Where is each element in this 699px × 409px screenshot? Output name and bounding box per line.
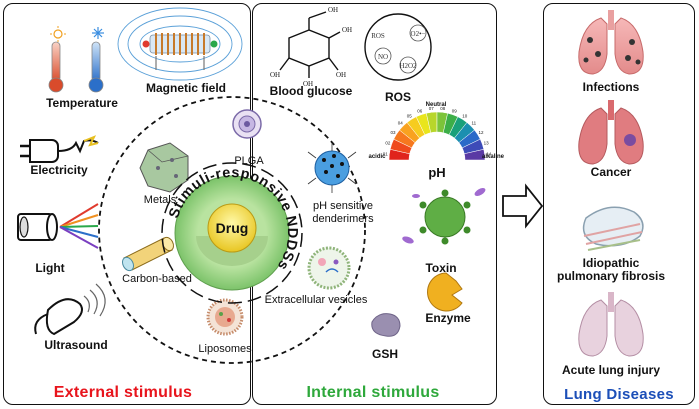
ultrasound-icon (34, 283, 106, 336)
liposome-icon (206, 298, 244, 336)
ph-acidic-label: acidic (368, 154, 386, 160)
superoxide-label: O2•− (411, 30, 426, 38)
dashed-boundary-circle (98, 96, 366, 364)
plga-label: PLGA (234, 155, 264, 167)
ph-number: 02 (385, 140, 391, 145)
glucose-structure (279, 11, 341, 78)
nddss-ring (161, 162, 303, 304)
extracellular-vesicle-icon (307, 246, 351, 290)
blood-glucose-label: Blood glucose (269, 84, 353, 98)
glucose-oh-2: OH (342, 26, 352, 34)
glucose-oh-3: OH (270, 71, 280, 79)
ring-text: Stimuli-responsive NDDSs (166, 165, 299, 273)
ros-label: ROS (371, 32, 385, 40)
ph-number: 14 (486, 152, 492, 157)
infections-label: Infections (582, 80, 640, 94)
electricity-icon (20, 135, 99, 163)
external-stimulus-title: External stimulus (53, 384, 193, 401)
ph-scale-text: Neutral acidic alkaline (368, 102, 504, 160)
ph-number: 03 (390, 130, 396, 135)
lung-infections-icon (578, 10, 644, 75)
ph-number: 07 (429, 106, 435, 111)
extracellular-vesicles-label: Extracellular vesicles (264, 294, 368, 306)
ph-label: pH (428, 165, 446, 180)
gsh-label: GSH (371, 347, 399, 361)
electricity-label: Electricity (30, 163, 88, 177)
svg-text:Stimuli-responsive NDDSs: Stimuli-responsive NDDSs (166, 165, 300, 273)
light-icon (17, 203, 99, 249)
cancer-label: Cancer (590, 165, 632, 179)
magnetic-field-icon (117, 7, 243, 81)
plga-icon (232, 109, 262, 139)
acute-lung-injury-icon (578, 292, 644, 357)
arrow-icon (502, 183, 544, 229)
ph-neutral-label: Neutral (426, 102, 447, 108)
gsh-icon (371, 313, 401, 337)
ph-number: 08 (440, 106, 446, 111)
acute-lung-injury-label: Acute lung injury (561, 363, 661, 377)
ph-dendrimers-label: pH sensitive denderimers (312, 200, 374, 225)
ph-number: 04 (398, 121, 404, 126)
glucose-oh-5: OH (336, 71, 346, 79)
enzyme-label: Enzyme (425, 311, 471, 325)
ph-number: 01 (383, 152, 389, 157)
magnetic-field-label: Magnetic field (145, 81, 227, 95)
pulmonary-fibrosis-icon (582, 206, 644, 251)
carbon-based-label: Carbon-based (122, 273, 192, 285)
ph-alkaline-label: alkaline (482, 154, 505, 160)
ph-number: 09 (452, 108, 458, 113)
ros-title-label: ROS (384, 90, 412, 104)
ultrasound-label: Ultrasound (44, 338, 108, 352)
enzyme-icon (427, 272, 463, 312)
ph-number: 06 (417, 108, 423, 113)
toxin-icon (402, 188, 486, 245)
lung-diseases-panel (543, 3, 695, 405)
ph-dendrimer-icon (307, 143, 357, 193)
temperature-label: Temperature (46, 96, 118, 110)
ph-number: 11 (471, 121, 476, 126)
carbon-based-icon (121, 236, 175, 272)
temperature-icon (48, 26, 104, 93)
metals-icon (139, 142, 189, 193)
toxin-label: Toxin (425, 261, 457, 275)
liposomes-label: Liposomes (198, 343, 252, 355)
metals-label: Metals (143, 194, 177, 206)
ph-segment (463, 149, 486, 161)
ros-species-labels: ROS O2•− NO H2O2 (371, 30, 425, 70)
hydrogen-peroxide-label: H2O2 (399, 62, 417, 70)
glucose-oh-labels: OH OH OH OH OH (270, 6, 352, 88)
lung-cancer-icon (578, 100, 644, 165)
ph-number: 12 (478, 130, 484, 135)
pulmonary-fibrosis-label: Idiopathic pulmonary fibrosis (556, 256, 666, 283)
ph-number: 05 (407, 114, 413, 119)
internal-stimulus-title: Internal stimulus (306, 384, 440, 401)
nitric-oxide-label: NO (378, 53, 388, 61)
ph-number: 13 (484, 140, 490, 145)
ph-scale-icon (388, 111, 486, 161)
ph-number: 10 (462, 114, 468, 119)
lung-diseases-title: Lung Diseases (564, 386, 674, 403)
drug-core (174, 175, 290, 291)
ros-icon (364, 13, 432, 81)
glucose-oh-4: OH (303, 80, 313, 88)
light-label: Light (35, 261, 65, 275)
drug-label: Drug (216, 220, 249, 236)
glucose-oh-1: OH (328, 6, 338, 14)
